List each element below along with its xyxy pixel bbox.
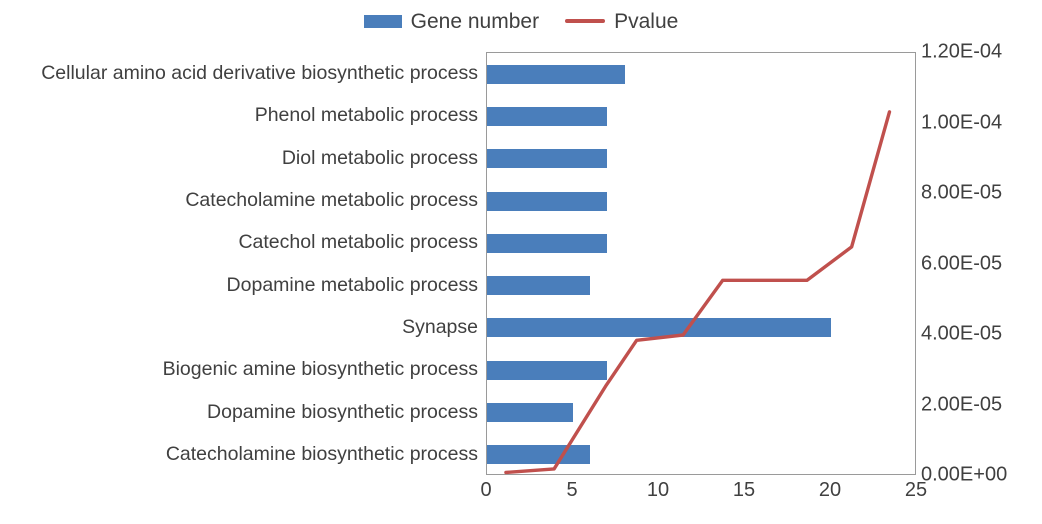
y-tick-1: 2.00E-05 [921,393,1003,415]
x-axis-ticks: 0 5 10 15 20 25 [480,477,927,517]
plot-area [486,52,916,475]
bar-2 [487,149,608,169]
x-tick-3: 15 [732,479,756,501]
x-tick-1: 5 [566,479,578,501]
category-label-0: Cellular amino acid derivative biosynthe… [41,62,478,85]
legend-item-gene-number[interactable]: Gene number [363,9,540,33]
y-tick-0: 0.00E+00 [921,463,1008,486]
y-tick-3: 6.00E-05 [921,252,1003,274]
bar-swatch-icon [363,14,402,28]
category-axis-labels: Cellular amino acid derivative biosynthe… [0,52,482,475]
y-tick-4: 8.00E-05 [921,181,1003,204]
bars-layer [487,53,915,474]
category-label-8: Dopamine biosynthetic process [207,400,478,423]
x-tick-0: 0 [480,479,492,501]
line-swatch-icon [565,19,606,23]
pvalue-line [504,110,892,475]
legend-label-pvalue: Pvalue [614,9,679,33]
bar-5 [487,276,591,296]
category-label-2: Diol metabolic process [281,146,478,169]
bar-4 [487,233,608,253]
chart-legend: Gene number Pvalue [0,4,1042,38]
category-label-1: Phenol metabolic process [254,104,478,127]
bar-8 [487,403,573,423]
x-tick-4: 20 [818,479,842,501]
y-axis-right-ticks: 0.00E+00 2.00E-05 4.00E-05 6.00E-05 8.00E-05… [921,41,1042,492]
bar-3 [487,191,608,211]
x-tick-5: 25 [904,479,928,501]
category-label-9: Catecholamine biosynthetic process [165,442,478,465]
legend-item-pvalue[interactable]: Pvalue [565,11,678,32]
category-label-4: Catechol metabolic process [238,231,478,254]
pvalue-line-layer [504,110,892,475]
y-tick-6: 1.20E-04 [921,40,1003,63]
category-label-3: Catecholamine metabolic process [185,189,478,212]
bar-7 [487,360,608,380]
category-label-6: Synapse [402,315,478,338]
x-tick-2: 10 [646,479,670,501]
category-label-5: Dopamine metabolic process [226,273,478,296]
bar-1 [487,106,608,126]
bar-0 [487,64,625,84]
bar-6 [487,318,831,338]
legend-label-gene-number: Gene number [410,9,540,33]
category-label-7: Biogenic amine biosynthetic process [162,358,478,381]
y-tick-5: 1.00E-04 [921,111,1003,133]
y-tick-2: 4.00E-05 [921,322,1003,345]
